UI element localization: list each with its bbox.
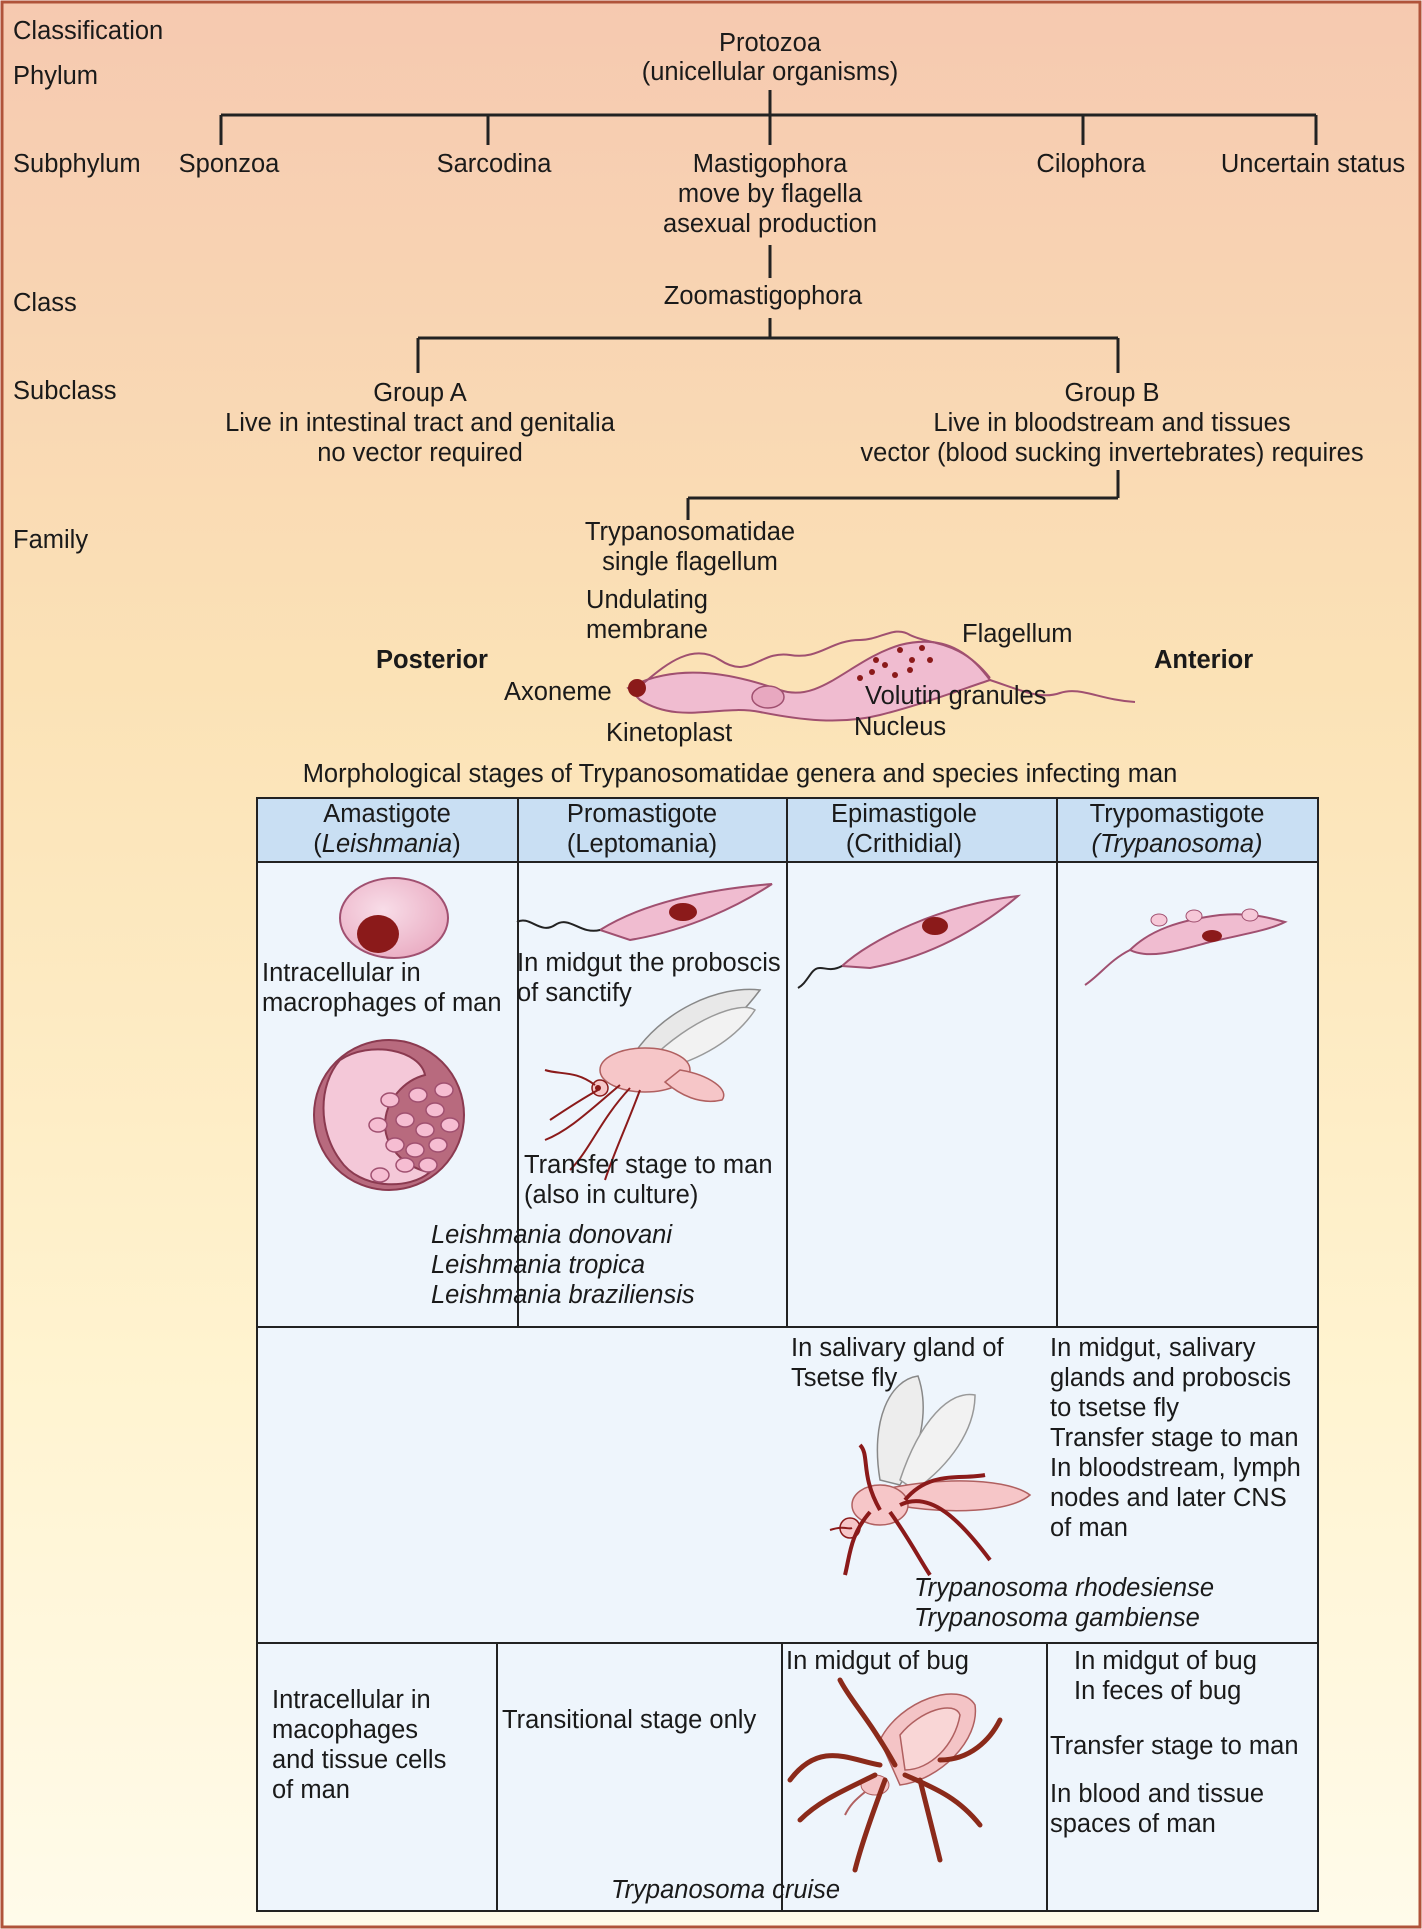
level-label-phylum: Phylum — [13, 62, 99, 90]
r1-amastigote-note-1: Intracellular in — [262, 959, 421, 987]
subphylum-sponzoa: Sponzoa — [178, 150, 280, 178]
group-a-title: Group A — [373, 379, 467, 407]
phylum-name: Protozoa — [718, 29, 822, 57]
group-b-line-2: vector (blood sucking invertebrates) req… — [860, 439, 1364, 467]
sandfly-illustration — [544, 988, 762, 1181]
r2-trypo-note-3: to tsetse fly — [1050, 1394, 1179, 1422]
r3-trypo-note-4: In blood and tissue — [1050, 1780, 1265, 1808]
level-label-subphylum: Subphylum — [13, 150, 141, 178]
table-structure — [256, 797, 1319, 1912]
trypomastigote-illustration — [1084, 908, 1288, 986]
r3-amastigote-note-3: and tissue cells — [272, 1746, 447, 1774]
subphylum-sarcodina: Sarcodina — [436, 150, 552, 178]
hierarchy-lines — [219, 90, 1318, 520]
header-trypomastigote-genus: (Trypanosoma) — [1091, 830, 1263, 858]
label-anterior: Anterior — [1154, 646, 1254, 674]
label-undulating-1: Undulating — [586, 586, 708, 614]
header-epimastigote-genus: (Crithidial) — [845, 830, 963, 858]
group-b-title: Group B — [1064, 379, 1160, 407]
r1-promastigote-note-2: of sanctify — [517, 979, 632, 1007]
r3-epi-note: In midgut of bug — [786, 1647, 969, 1675]
table-title: Morphological stages of Trypanosomatidae… — [302, 760, 1178, 788]
r1-amastigote-note-2: macrophages of man — [262, 989, 502, 1017]
amastigote-illustration — [339, 877, 449, 959]
r3-trypo-note-1: In midgut of bug — [1074, 1647, 1257, 1675]
family-name: Trypanosomatidae — [584, 518, 796, 546]
tsetse-fly-illustration — [829, 1375, 1032, 1577]
macrophage-illustration — [313, 1039, 465, 1191]
level-label-classification: Classification — [13, 17, 164, 45]
subphylum-uncertain: Uncertain status — [1220, 150, 1406, 178]
level-label-class: Class — [13, 289, 77, 317]
header-promastigote: Promastigote — [566, 800, 718, 828]
r3-species: Trypanosoma cruise — [611, 1876, 841, 1904]
level-label-subclass: Subclass — [13, 377, 117, 405]
label-volutin-granules: Volutin granules — [865, 682, 1047, 710]
label-nucleus: Nucleus — [854, 713, 947, 741]
r1-species-3: Leishmania braziliensis — [431, 1281, 695, 1309]
subphylum-mastigophora: Mastigophora — [692, 150, 848, 178]
group-b-line-1: Live in bloodstream and tissues — [933, 409, 1291, 437]
r3-trypo-note-2: In feces of bug — [1074, 1677, 1242, 1705]
mastigophora-note-1: move by flagella — [677, 180, 863, 208]
r3-promastigote-note: Transitional stage only — [502, 1706, 757, 1734]
group-a-line-1: Live in intestinal tract and genitalia — [225, 409, 615, 437]
r3-amastigote-note-1: Intracellular in — [272, 1686, 431, 1714]
r2-epi-note-1: In salivary gland of — [791, 1334, 1004, 1362]
label-kinetoplast: Kinetoplast — [606, 719, 733, 747]
label-undulating-2: membrane — [586, 616, 708, 644]
r3-trypo-note-3: Transfer stage to man — [1050, 1732, 1299, 1760]
r1-transfer-2: (also in culture) — [524, 1181, 699, 1209]
family-note: single flagellum — [602, 548, 778, 576]
r1-transfer-1: Transfer stage to man — [524, 1151, 773, 1179]
label-axoneme: Axoneme — [504, 678, 612, 706]
mastigophora-note-2: asexual production — [662, 210, 878, 238]
epimastigote-illustration — [797, 894, 1022, 989]
header-amastigote-genus: (Leishmania) — [313, 830, 461, 858]
r2-trypo-note-6: nodes and later CNS — [1050, 1484, 1287, 1512]
r2-species-2: Trypanosoma gambiense — [914, 1604, 1200, 1632]
r2-trypo-note-1: In midgut, salivary — [1050, 1334, 1256, 1362]
phylum-description: (unicellular organisms) — [641, 58, 899, 86]
r3-amastigote-note-2: macophages — [272, 1716, 419, 1744]
header-trypomastigote: Trypomastigote — [1089, 800, 1265, 828]
r1-promastigote-note-1: In midgut the proboscis — [517, 949, 781, 977]
r2-trypo-note-4: Transfer stage to man — [1050, 1424, 1299, 1452]
r2-trypo-note-2: glands and proboscis — [1050, 1364, 1291, 1392]
header-epimastigote: Epimastigole — [831, 800, 977, 828]
header-amastigote-genus-name: Leishmania — [321, 830, 453, 858]
class-name: Zoomastigophora — [663, 282, 863, 310]
r1-species-2: Leishmania tropica — [431, 1251, 646, 1279]
r2-epi-note-2: Tsetse fly — [791, 1364, 898, 1392]
r2-trypo-note-5: In bloodstream, lymph — [1050, 1454, 1301, 1482]
r1-species-1: Leishmania donovani — [431, 1221, 673, 1249]
header-promastigote-genus: (Leptomania) — [566, 830, 718, 858]
r3-trypo-note-5: spaces of man — [1050, 1810, 1216, 1838]
reduviid-bug-illustration — [787, 1677, 1003, 1873]
header-amastigote: Amastigote — [323, 800, 451, 828]
trypanosome-illustration — [626, 630, 1136, 722]
label-posterior: Posterior — [376, 646, 488, 674]
promastigote-illustration — [516, 883, 773, 942]
r2-trypo-note-7: of man — [1050, 1514, 1128, 1542]
group-a-line-2: no vector required — [317, 439, 523, 467]
r2-species-1: Trypanosoma rhodesiense — [914, 1574, 1215, 1602]
label-flagellum: Flagellum — [962, 620, 1073, 648]
level-label-family: Family — [13, 526, 89, 554]
r3-amastigote-note-4: of man — [272, 1776, 350, 1804]
subphylum-cilophora: Cilophora — [1036, 150, 1146, 178]
